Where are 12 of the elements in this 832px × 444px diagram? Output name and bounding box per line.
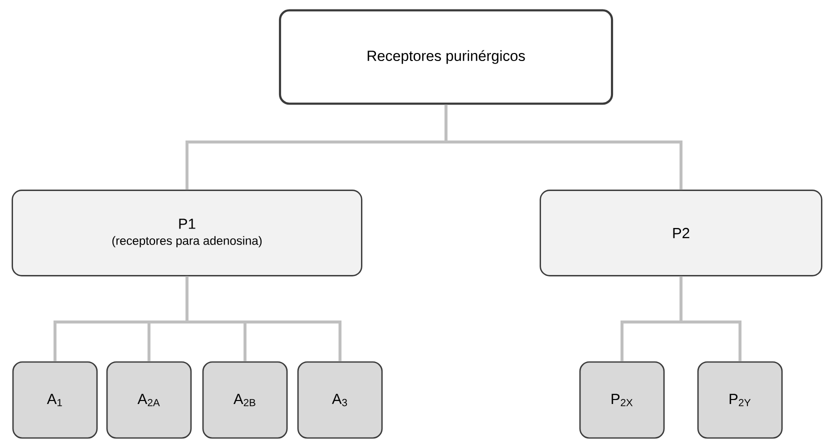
root-box: Receptores purinérgicos <box>278 9 614 105</box>
subtype-box: P$_{2X}$ <box>579 361 665 439</box>
connector-line <box>444 104 682 190</box>
subtype-box: A$_{3}$ <box>297 361 383 439</box>
connector-line <box>680 276 742 362</box>
category-box: P1 (receptores para adenosina) <box>12 190 362 276</box>
connector-line <box>186 276 342 362</box>
category-box: P2 <box>540 190 822 276</box>
subtype-box: A$_{2A}$ <box>106 361 192 439</box>
subtype-box: A$_{1}$ <box>12 361 98 439</box>
subtype-box: A$_{2B}$ <box>202 361 288 439</box>
subtype-box: P$_{2Y}$ <box>697 361 783 439</box>
